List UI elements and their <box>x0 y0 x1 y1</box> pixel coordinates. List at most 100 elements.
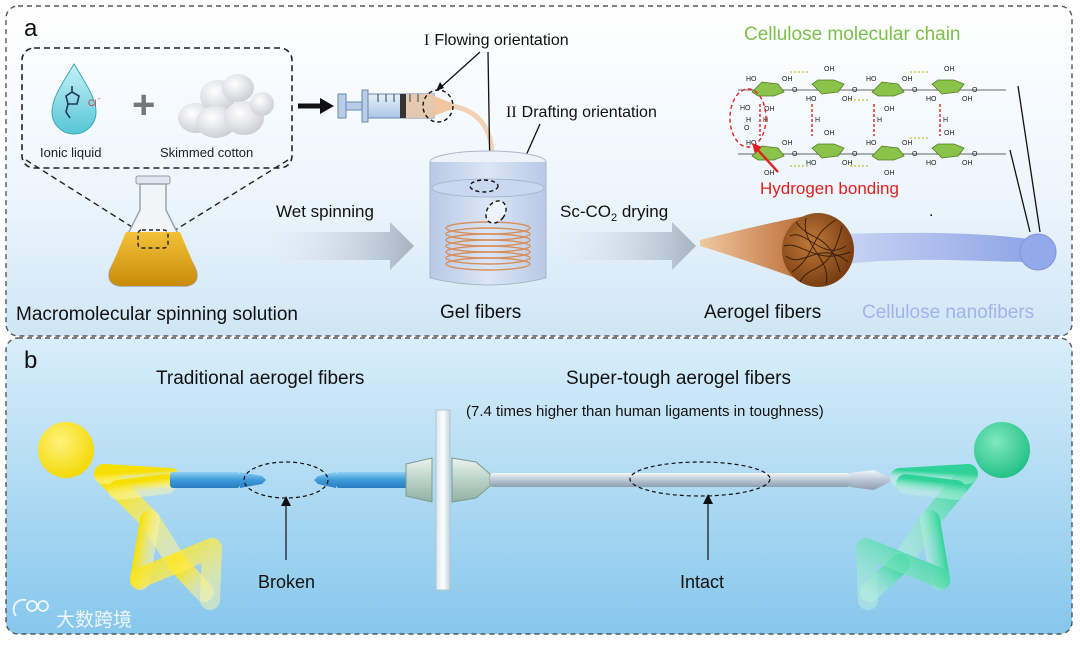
hydroxyl-label: OH <box>764 106 775 113</box>
watermark-text: 大数跨境 <box>56 609 132 631</box>
hydroxyl-label: OH <box>824 66 835 73</box>
inset-connector-left <box>25 159 141 233</box>
oxygen-label: O <box>792 87 798 94</box>
glucose-ring <box>811 79 845 95</box>
hydroxyl-label: OH <box>962 160 973 167</box>
watermark: 大数跨境 <box>12 598 132 631</box>
drying-subscript: 2 <box>611 212 617 224</box>
hydroxyl-label: OH <box>902 76 913 83</box>
oxygen-label: O <box>912 87 918 94</box>
broken-zone-marker <box>243 461 329 499</box>
gel-fibers-label: Gel fibers <box>440 302 521 323</box>
intact-zone-marker <box>629 461 771 497</box>
draft-numeral: II <box>506 104 517 121</box>
highlight-o-label: O <box>744 125 750 132</box>
glucose-ring <box>931 79 965 95</box>
hydroxyl-label: OH <box>782 140 793 147</box>
reagent-inset-box <box>21 47 293 169</box>
molecular-chain-label: Cellulose molecular chain <box>744 24 961 45</box>
cellulose-molecule: OHHOOOHOHHOOOHOHHOOOHOHHOOOHOHHOOOHOHHOO… <box>738 66 1006 177</box>
hydroxyl-label: HO <box>926 160 937 167</box>
aerogel-fiber <box>700 213 1057 287</box>
hbond-arrow <box>755 147 779 173</box>
hydrogen-bonding-label: Hydrogen bonding <box>760 179 899 198</box>
person-right-head <box>974 422 1030 478</box>
skimmed-cotton-label: Skimmed cotton <box>160 145 253 160</box>
clamp-left <box>405 457 433 503</box>
hydroxyl-label: HO <box>866 76 877 83</box>
hydroxyl-label: OH <box>884 170 895 177</box>
oxygen-label: O <box>972 151 978 158</box>
hydrogen-label: H <box>815 117 820 124</box>
feed-arrow <box>298 98 334 114</box>
hydroxyl-label: OH <box>944 130 955 137</box>
chloride-charge: - <box>98 94 101 103</box>
intact-label: Intact <box>680 572 724 592</box>
glucose-ring <box>751 145 785 161</box>
glucose-ring <box>931 143 965 159</box>
stray-dot: . <box>929 203 933 220</box>
flow-text: Flowing orientation <box>434 32 568 49</box>
drying-label: Sc-CO2 drying <box>560 202 668 224</box>
flow-annotation: I Flowing orientation <box>424 32 569 49</box>
flow-numeral: I <box>424 32 429 49</box>
hydrogen-label: H <box>943 117 948 124</box>
hydroxyl-label: OH <box>884 106 895 113</box>
coagulation-bath <box>429 150 547 286</box>
hydroxyl-label: OH <box>842 96 853 103</box>
ionic-liquid-drop-icon <box>51 63 97 135</box>
nanofiber-cross-section <box>1019 233 1057 271</box>
aerogel-cross-section <box>782 213 854 287</box>
hydroxyl-label: HO <box>746 140 757 147</box>
hydroxyl-label: OH <box>824 130 835 137</box>
inset-connector-right <box>171 159 289 233</box>
plus-sign: + <box>132 83 155 127</box>
person-left-head <box>38 422 94 478</box>
nanofiber-strand <box>842 232 1036 264</box>
glucose-ring <box>871 81 905 97</box>
hydroxyl-label: HO <box>866 140 877 147</box>
glucose-ring <box>751 81 785 97</box>
oxygen-label: O <box>852 151 858 158</box>
person-left-figure <box>38 422 222 610</box>
hydroxyl-label: OH <box>902 140 913 147</box>
wet-spinning-label: Wet spinning <box>276 202 374 221</box>
watermark-logo-icon <box>12 598 49 617</box>
panel-a-letter: a <box>24 15 38 42</box>
chloride-anion: Cl <box>88 98 97 108</box>
syringe-icon <box>337 89 452 123</box>
oxygen-label: O <box>972 87 978 94</box>
traditional-fiber <box>170 472 414 488</box>
hydroxyl-label: HO <box>806 96 817 103</box>
drying-prefix: Sc-CO <box>560 202 611 221</box>
toughness-note: (7.4 times higher than human ligaments i… <box>466 403 824 420</box>
hydroxyl-label: HO <box>746 76 757 83</box>
drying-arrow <box>560 222 696 270</box>
glucose-ring <box>871 145 905 161</box>
glucose-ring <box>811 143 845 159</box>
hydrogen-label: H <box>877 117 882 124</box>
aerogel-fibers-label: Aerogel fibers <box>704 302 821 323</box>
traditional-title: Traditional aerogel fibers <box>156 368 364 389</box>
hbond-highlight <box>729 88 767 148</box>
hydroxyl-label: OH <box>944 66 955 73</box>
panel-b-letter: b <box>24 347 37 374</box>
broken-label: Broken <box>258 572 315 592</box>
clamp-right <box>451 457 491 503</box>
drying-suffix: drying <box>617 202 668 221</box>
oxygen-label: O <box>792 151 798 158</box>
hydroxyl-label: HO <box>806 160 817 167</box>
wet-spinning-arrow <box>272 222 414 270</box>
super-tough-title: Super-tough aerogel fibers <box>566 368 791 389</box>
skimmed-cotton-icon <box>178 74 274 138</box>
spinning-solution-label: Macromolecular spinning solution <box>16 304 298 325</box>
hydroxyl-label: OH <box>764 170 775 177</box>
highlight-h-label: H <box>746 117 751 124</box>
oxygen-label: O <box>852 87 858 94</box>
person-right-figure <box>856 422 1030 610</box>
flask-icon <box>108 175 198 287</box>
zoom-connector-lines <box>1009 85 1041 233</box>
hydroxyl-label: HO <box>926 96 937 103</box>
